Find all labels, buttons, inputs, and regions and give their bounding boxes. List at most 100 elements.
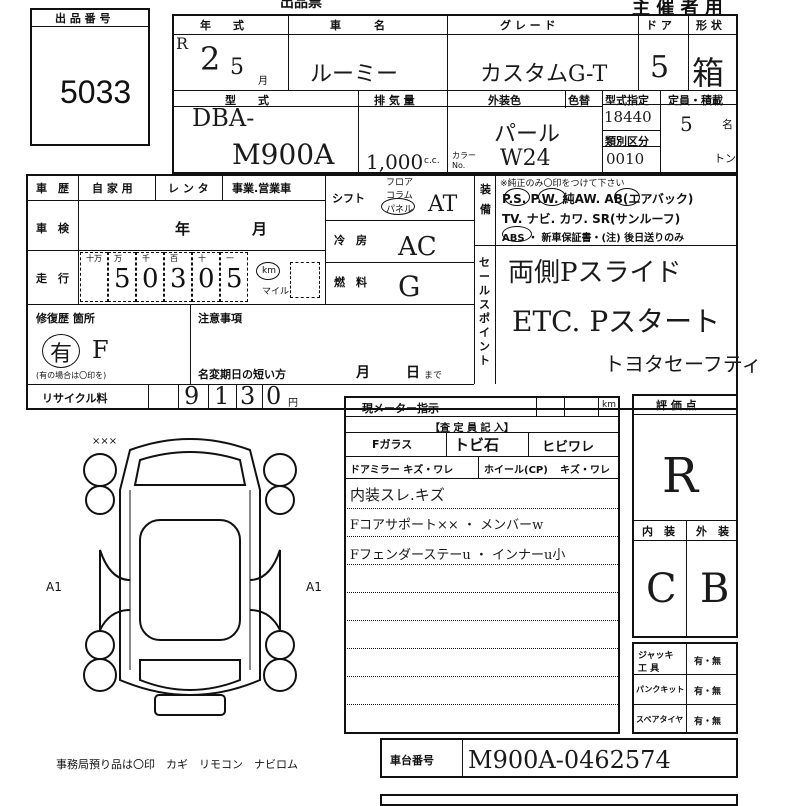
year-era: R — [176, 34, 189, 53]
history-label: 車 歴 — [36, 182, 69, 195]
mileage-digit: 5 — [226, 264, 243, 294]
grade-label: グ レ ー ド — [500, 19, 556, 32]
inspector-rule — [344, 564, 620, 565]
equip-note: ※純正のみ〇印をつけて下さい — [500, 179, 625, 189]
shaken-label: 車 検 — [36, 222, 69, 235]
mirror-label: ドアミラー キズ・ワレ — [350, 465, 454, 476]
color-name: パール — [494, 122, 561, 147]
shaken-year: 年 — [175, 220, 191, 238]
shift-floor: フロア — [386, 178, 414, 188]
color-code: W24 — [500, 146, 551, 171]
meter-km: km — [602, 400, 616, 410]
sales-point-label: セールスポイント — [479, 256, 490, 367]
car-name-label: 車 名 — [330, 19, 385, 32]
month-value: 5 — [230, 55, 244, 80]
cc-unit: c.c. — [424, 156, 440, 166]
load-unit: トン — [714, 152, 736, 165]
repair-detail: F — [92, 336, 109, 364]
puncture-label: パンクキット — [636, 685, 685, 694]
shift-label: シフト — [332, 192, 365, 205]
color-change-label: 色替 — [568, 94, 590, 107]
fuel-label: 燃 料 — [334, 276, 367, 289]
recycle-digit-3: 3 — [240, 382, 256, 410]
car-damage-diagram — [83, 438, 297, 716]
type-spec-label: 型式指定 — [605, 94, 649, 107]
mileage-digit: 0 — [198, 264, 215, 294]
km-circle — [256, 262, 280, 280]
capacity-label: 定員・積載 — [668, 94, 723, 107]
shift-value: AT — [428, 192, 458, 217]
expiry-made: まで — [424, 371, 443, 381]
inspector-rule — [344, 676, 620, 677]
mileage-cell — [164, 252, 192, 302]
equip-line3: ABS ・ 新車保証書・(注) 後日送りのみ — [502, 233, 685, 244]
mileage-unit-label: 千 — [142, 254, 150, 263]
category-value: 0010 — [606, 150, 645, 168]
shaken-month: 月 — [252, 220, 268, 238]
model-line1: DBA- — [192, 104, 255, 132]
equip-label: 装 備 — [480, 183, 491, 216]
disp-label: 排 気 量 — [374, 94, 415, 107]
sales-point-line2: ETC. Pスタート — [512, 305, 721, 338]
header-partial: 出品票 — [280, 0, 322, 11]
expiry-month: 月 — [356, 365, 370, 381]
score-value: R — [662, 448, 699, 504]
tobi-label: トビ石 — [454, 436, 500, 454]
capacity-unit: 名 — [722, 118, 733, 131]
mileage-label: 走 行 — [36, 272, 69, 285]
year-value: 2 — [200, 40, 221, 78]
diagram-marks: ××× — [92, 436, 118, 447]
wheel-damage-label: キズ・ワレ — [560, 465, 610, 476]
lot-label: 出 品 番 号 — [55, 12, 111, 25]
history-rental: レ ン タ — [168, 182, 209, 195]
inspector-note-3: Fフェンダーステーu ・ インナーu小 — [350, 548, 566, 563]
a1-right: A1 — [306, 580, 322, 594]
mileage-cell — [80, 252, 108, 302]
mileage-cell — [220, 252, 248, 302]
inspector-rule — [344, 648, 620, 649]
mileage-unit-label: 十万 — [86, 254, 102, 263]
fglass-label: Fガラス — [372, 438, 413, 451]
inspector-rule — [344, 536, 620, 537]
inspector-note-2: Fコアサポート×× ・ メンバーw — [350, 518, 544, 533]
inspector-title: 【査 定 員 記 入】 — [430, 423, 514, 434]
shape-value: 箱 — [692, 54, 725, 92]
model-line2: M900A — [232, 138, 335, 171]
month-unit: 月 — [258, 76, 268, 87]
lot-number: 5033 — [60, 74, 132, 110]
doors-value: 5 — [650, 50, 670, 85]
sales-point-line3: トヨタセーフティ — [604, 352, 762, 376]
recycle-label: リサイクル料 — [42, 392, 108, 405]
mileage-unit-label: 百 — [170, 254, 178, 263]
spare-label: スペアタイヤ — [636, 715, 684, 724]
inspector-rule — [344, 620, 620, 621]
spare-yesno: 有・無 — [694, 717, 722, 727]
recycle-digit-4: 0 — [266, 382, 282, 410]
inspector-rule — [344, 592, 620, 593]
ac-value: AC — [398, 232, 437, 262]
equip-line1: P.S. P.W. 純AW. AB(エアバック) — [502, 192, 694, 206]
exterior-label: 外 装 — [696, 525, 729, 538]
score-table — [632, 394, 738, 638]
category-label: 類別区分 — [605, 135, 649, 148]
repair-circle — [42, 334, 80, 368]
mileage-unit-label: 十 — [198, 254, 206, 263]
expiry-label: 名変期日の短い方 — [198, 368, 286, 381]
chassis-number: M900A-0462574 — [468, 746, 671, 774]
panel-circle — [381, 198, 415, 215]
repair-label: 修復歴 箇所 — [36, 312, 95, 325]
mileage-unit-label: 万 — [114, 254, 122, 263]
history-table — [26, 174, 738, 410]
color-label: 外装色 — [488, 94, 521, 107]
shift-column: コラム — [386, 191, 413, 201]
hibi-label: ヒビワレ — [542, 440, 595, 455]
year-label: 年 式 — [200, 19, 244, 32]
office-items: 事務局預り品は〇印 カギ リモコン ナビロム — [56, 758, 298, 771]
model-label: 型 式 — [225, 94, 269, 107]
a1-left: A1 — [46, 580, 62, 594]
capacity-value: 5 — [680, 112, 693, 136]
ac-label: 冷 房 — [334, 234, 367, 247]
door-label: ド ア — [646, 19, 672, 32]
expiry-day: 日 — [406, 365, 420, 381]
interior-label: 内 装 — [642, 525, 675, 538]
